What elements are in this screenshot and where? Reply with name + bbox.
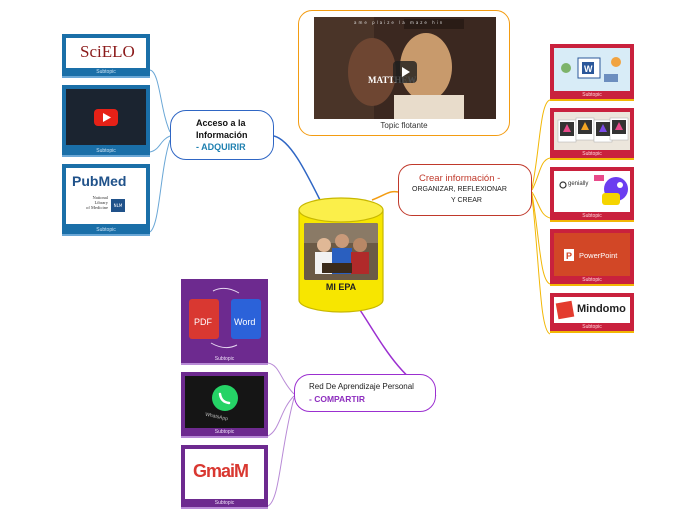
- subtopic-scielo[interactable]: SciELO Subtopic: [62, 34, 150, 78]
- topic-crear[interactable]: Crear información - ORGANIZAR, REFLEXION…: [398, 164, 532, 216]
- subtopic-whatsapp[interactable]: WhatsApp Subtopic: [181, 372, 268, 438]
- subtopic-powerpoint[interactable]: P PowerPoint Subtopic: [550, 229, 634, 286]
- topic-acceso[interactable]: Acceso a la Información - ADQUIRIR: [170, 110, 274, 160]
- play-button-icon[interactable]: [393, 61, 417, 83]
- subtopic-caption: Subtopic: [96, 227, 116, 233]
- connector-center-acceso: [273, 135, 321, 201]
- topic-acceso-line2: Información: [196, 130, 248, 140]
- connector-crear-photos: [531, 157, 551, 191]
- connector-red-gmail: [267, 397, 295, 507]
- word-collage-image: W: [554, 48, 630, 91]
- subtopic-caption: Subtopic: [582, 277, 602, 283]
- subtopic-pubmed[interactable]: PubMed National Library of Medicine NLM …: [62, 164, 150, 236]
- connector-crear-genially: [531, 191, 551, 219]
- video-title: MATTHEW: [368, 75, 416, 85]
- central-photo: [304, 223, 378, 280]
- topic-acceso-line3: - ADQUIRIR: [196, 142, 246, 152]
- svg-text:W: W: [584, 64, 593, 74]
- subtopic-caption: Subtopic: [96, 69, 116, 75]
- topic-crear-line1: Crear información -: [419, 173, 501, 184]
- topic-red-line2: - COMPARTIR: [309, 394, 366, 404]
- floating-topic-label: Topic flotante: [380, 121, 428, 130]
- subtopic-caption: Subtopic: [582, 92, 602, 98]
- topic-crear-line2: ORGANIZAR, REFLEXIONAR: [412, 186, 507, 193]
- genially-logo-text: genially: [568, 181, 589, 187]
- topic-red[interactable]: Red De Aprendizaje Personal - COMPARTIR: [294, 374, 436, 412]
- central-topic-label: MI EPA: [325, 282, 357, 292]
- polaroid-photos-image: [554, 112, 630, 150]
- subtopic-caption: Subtopic: [96, 148, 116, 154]
- subtopic-gmail[interactable]: GmaiM Subtopic: [181, 445, 268, 509]
- subtopic-genially[interactable]: genially Subtopic: [550, 167, 634, 222]
- connector-red-whatsapp: [267, 395, 295, 437]
- pubmed-logo: PubMed National Library of Medicine NLM: [66, 168, 146, 224]
- connector-crear-word: [531, 99, 551, 189]
- svg-text:P: P: [566, 251, 572, 261]
- connector-crear-mindomo: [531, 195, 551, 335]
- mindomo-logo: Mindomo: [554, 297, 630, 323]
- youtube-logo: [66, 89, 146, 145]
- subtopic-photos[interactable]: Subtopic: [550, 108, 634, 160]
- pdf-word-icons: PDF Word: [185, 283, 264, 355]
- nlm-text: National Library of Medicine: [86, 195, 108, 210]
- topic-crear-line3: Y CREAR: [451, 197, 482, 204]
- subtopic-caption: Subtopic: [582, 213, 602, 219]
- nlm-badge: NLM: [111, 199, 125, 212]
- gmail-logo-text: GmaiM: [193, 461, 249, 481]
- subtopic-word-collage[interactable]: W Subtopic: [550, 44, 634, 101]
- connector-crear-powerpoint: [531, 193, 551, 285]
- whatsapp-logo: WhatsApp: [185, 376, 264, 428]
- topic-acceso-line1: Acceso a la: [196, 118, 246, 128]
- subtopic-caption: Subtopic: [582, 324, 602, 330]
- connector-red-pdfword: [267, 362, 295, 395]
- subtopic-caption: Subtopic: [214, 356, 235, 362]
- topic-red-line1: Red De Aprendizaje Personal: [309, 382, 414, 391]
- pubmed-logo-text: PubMed: [72, 173, 127, 189]
- subtopic-pdf-word[interactable]: PDF Word Subtopic: [181, 279, 268, 365]
- video-thumbnail[interactable]: ame plaize la maze hin MATTHEW: [314, 17, 496, 119]
- genially-logo: genially: [554, 171, 630, 212]
- subtopic-caption: Subtopic: [582, 151, 602, 157]
- connector-center-crear: [371, 190, 399, 201]
- scielo-logo: SciELO: [66, 38, 146, 68]
- connector-acceso-scielo: [149, 69, 171, 133]
- subtopic-youtube[interactable]: Subtopic: [62, 85, 150, 157]
- mindomo-logo-text: Mindomo: [577, 303, 626, 315]
- gmail-logo: GmaiM: [185, 449, 264, 499]
- word-icon: Word: [234, 317, 256, 327]
- floating-topic[interactable]: ame plaize la maze hin MATTHEW Topic flo…: [298, 10, 510, 136]
- powerpoint-logo: P PowerPoint: [554, 233, 630, 276]
- subtopic-caption: Subtopic: [214, 500, 235, 506]
- subtopic-mindomo[interactable]: Mindomo Subtopic: [550, 293, 634, 333]
- central-topic[interactable]: MI EPA: [298, 196, 384, 314]
- scielo-logo-text: SciELO: [80, 42, 135, 61]
- connector-acceso-pubmed: [149, 139, 171, 233]
- connector-acceso-youtube: [149, 135, 171, 153]
- subtopic-caption: Subtopic: [214, 429, 235, 435]
- powerpoint-logo-text: PowerPoint: [579, 251, 618, 260]
- video-poster-image: [314, 17, 496, 119]
- video-tagline: ame plaize la maze hin: [354, 20, 445, 25]
- pdf-icon: PDF: [194, 317, 212, 327]
